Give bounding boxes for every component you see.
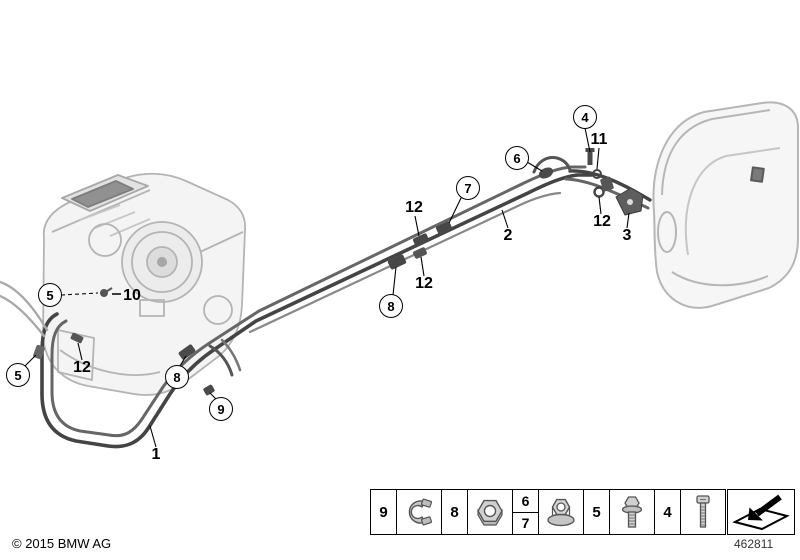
fastener-legend: 9 8 6 7: [370, 489, 726, 535]
callout-8: 8: [379, 294, 403, 318]
hvac-unit-artwork: [42, 172, 246, 396]
copyright-text: © 2015 BMW AG: [12, 536, 112, 551]
legend-number: 6: [521, 492, 530, 509]
legend-cell-4: 4: [655, 490, 725, 534]
callout-8: 8: [165, 365, 189, 389]
callout-3: 3: [622, 227, 632, 244]
legend-number: 7: [513, 511, 538, 535]
tank-artwork: [652, 101, 799, 309]
callout-11: 11: [590, 131, 608, 148]
legend-number: 9: [371, 490, 397, 534]
direction-symbol-box: [727, 489, 795, 535]
callout-12: 12: [73, 359, 91, 376]
callout-10: 10: [123, 287, 141, 304]
callout-2: 2: [503, 227, 513, 244]
hose-clip-icon: [397, 490, 441, 534]
callout-1: 1: [151, 446, 161, 463]
legend-number: 4: [655, 490, 681, 534]
direction-arrow-icon: [730, 489, 792, 536]
hex-nut-icon: [468, 490, 512, 534]
callout-4: 4: [573, 105, 597, 129]
callout-12: 12: [415, 275, 433, 292]
diagram-number: 462811: [734, 537, 774, 551]
leader-lines: [24, 127, 630, 448]
fastener-artwork: [33, 148, 644, 396]
hex-flange-bolt-icon: [610, 490, 654, 534]
callout-5: 5: [6, 363, 30, 387]
legend-cell-9: 9: [371, 490, 442, 534]
callout-6: 6: [505, 146, 529, 170]
callout-5: 5: [38, 283, 62, 307]
callout-7: 7: [456, 176, 480, 200]
callout-12: 12: [405, 199, 423, 216]
callout-9: 9: [209, 397, 233, 421]
legend-cell-8: 8: [442, 490, 513, 534]
legend-number: 8: [442, 490, 468, 534]
cylinder-screw-icon: [681, 490, 725, 534]
legend-number: 5: [584, 490, 610, 534]
flange-nut-icon: [539, 490, 583, 534]
legend-number-pair: 6 7: [513, 490, 539, 534]
legend-cell-5: 5: [584, 490, 655, 534]
callout-12: 12: [593, 213, 611, 230]
legend-cell-6-7: 6 7: [513, 490, 584, 534]
